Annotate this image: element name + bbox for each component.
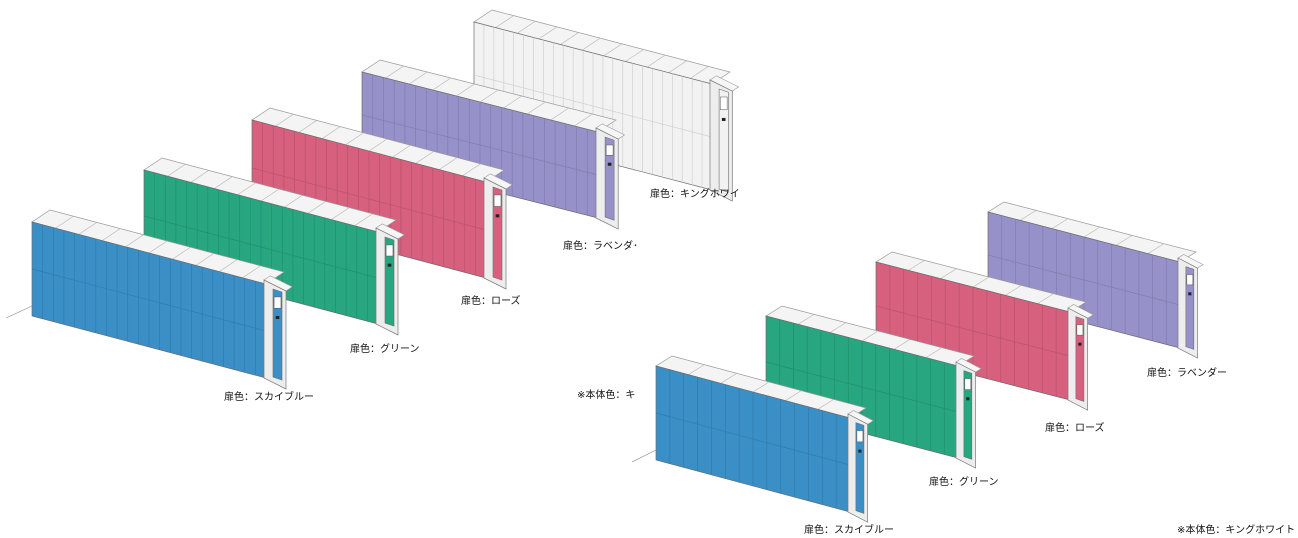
floor-line-right	[631, 449, 657, 463]
label-green-left: 扉色：グリーン	[350, 344, 420, 355]
label-white: 扉色：キングホワイ	[650, 189, 740, 200]
locker-rose-left	[251, 107, 513, 290]
locker-lavender-left	[361, 59, 626, 230]
label-lavender-left: 扉色：ラベンダ･	[563, 241, 638, 252]
locker-green-left	[143, 157, 405, 336]
locker-lavender-right	[987, 201, 1204, 359]
note-body-color-left: ※本体色：キ	[577, 390, 636, 401]
locker-green-right	[765, 305, 982, 469]
locker-sky-left	[31, 209, 293, 390]
label-skyblue-left: 扉色：スカイブルー	[224, 392, 314, 403]
label-lavender-right: 扉色：ラベンダー	[1147, 368, 1227, 379]
label-green-right: 扉色：グリーン	[929, 477, 999, 488]
locker-sky-right	[655, 355, 874, 523]
label-rose-right: 扉色：ローズ	[1045, 423, 1105, 434]
locker-rose-right	[875, 251, 1094, 411]
label-skyblue-right: 扉色：スカイブルー	[804, 525, 894, 536]
label-rose-left: 扉色：ローズ	[461, 296, 521, 307]
floor-line-left	[5, 305, 33, 319]
note-body-color-right: ※本体色：キングホワイト	[1177, 525, 1296, 536]
